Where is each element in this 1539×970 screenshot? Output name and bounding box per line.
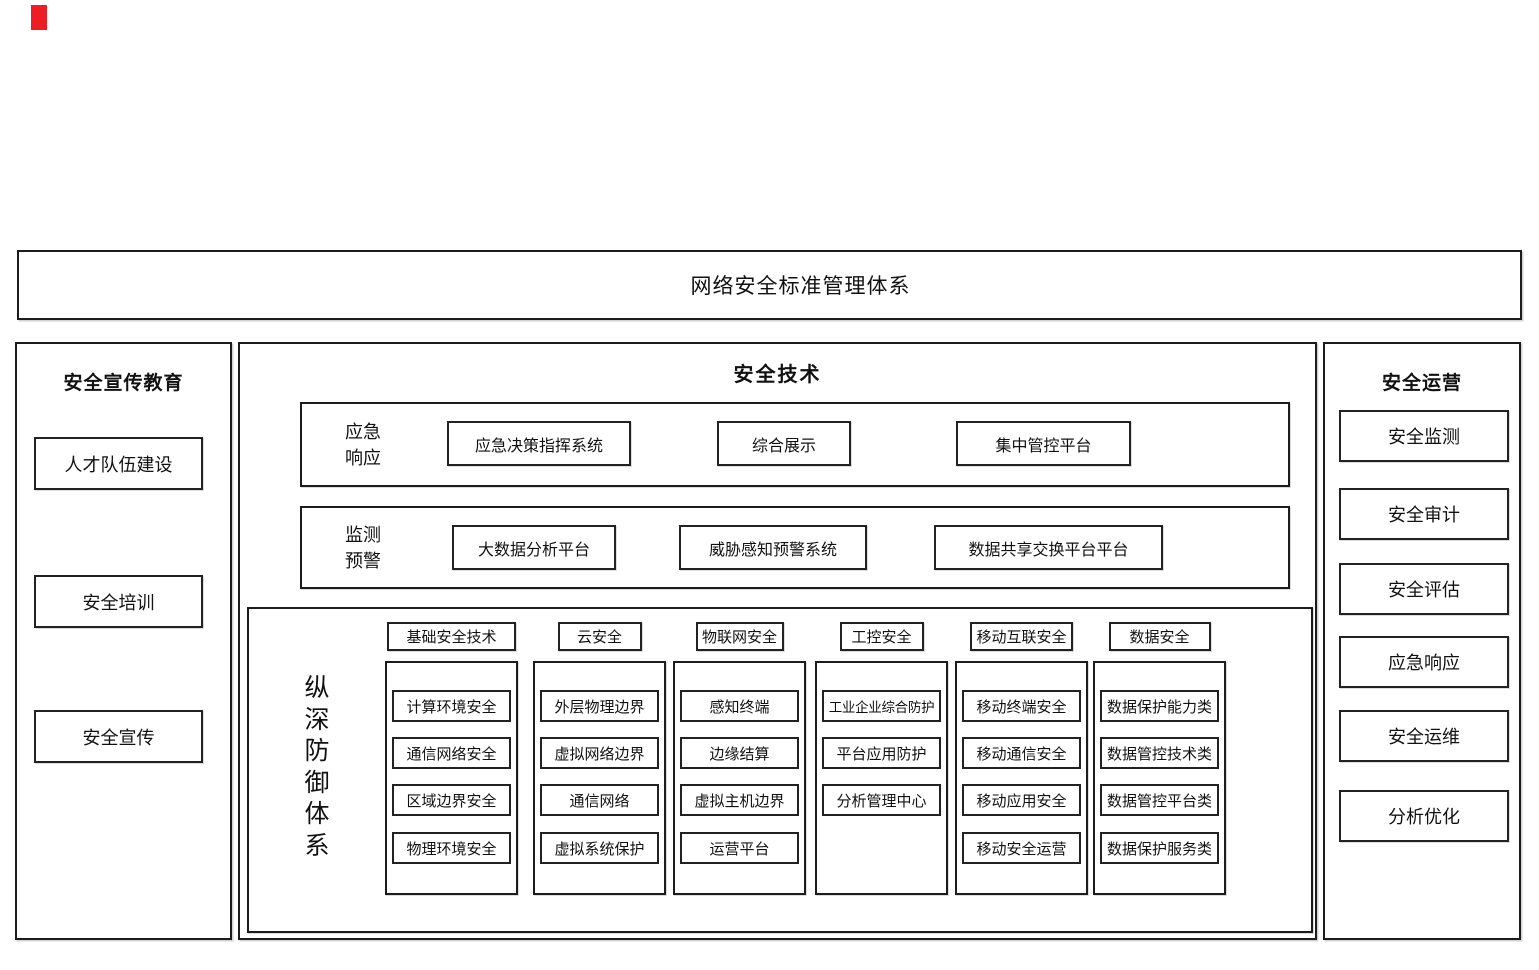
diagram-title: 网络安全标准管理体系 xyxy=(690,275,911,298)
node-physical-env-security: 物理环境安全 xyxy=(392,832,511,864)
emergency-response-label: 应急 响应 xyxy=(330,418,396,470)
node-bigdata-analysis-platform: 大数据分析平台 xyxy=(452,525,616,570)
panel-publicity-header: 安全宣传教育 xyxy=(63,373,184,394)
monitoring-warning-label: 监测 预警 xyxy=(330,521,396,573)
node-security-ops-maintenance: 安全运维 xyxy=(1339,710,1509,762)
defense-column-box: 外层物理边界 虚拟网络边界 通信网络 虚拟系统保护 xyxy=(533,661,666,895)
defense-column-ics-security: 工控安全 工业企业综合防护 平台应用防护 分析管理中心 xyxy=(815,622,948,895)
node-threat-awareness-system: 威胁感知预警系统 xyxy=(679,525,867,570)
node-industrial-comprehensive-protection: 工业企业综合防护 xyxy=(822,690,941,722)
node-outer-physical-boundary: 外层物理边界 xyxy=(540,690,659,722)
node-platform-app-protection: 平台应用防护 xyxy=(822,737,941,769)
node-comprehensive-display: 综合展示 xyxy=(717,421,851,466)
monitoring-warning-row: 监测 预警 大数据分析平台 威胁感知预警系统 数据共享交换平台平台 xyxy=(300,506,1290,589)
node-security-monitoring: 安全监测 xyxy=(1339,410,1509,462)
defense-column-header: 工控安全 xyxy=(839,622,924,651)
node-mobile-comm-security: 移动通信安全 xyxy=(962,737,1081,769)
node-data-control-platform: 数据管控平台类 xyxy=(1100,784,1219,816)
defense-column-header: 基础安全技术 xyxy=(387,622,516,651)
node-mobile-security-operation: 移动安全运营 xyxy=(962,832,1081,864)
defense-column-cloud-security: 云安全 外层物理边界 虚拟网络边界 通信网络 虚拟系统保护 xyxy=(533,622,666,895)
defense-in-depth-box: 纵深防御体系 基础安全技术 计算环境安全 通信网络安全 区域边界安全 物理环境安… xyxy=(247,607,1313,933)
panel-security-operations: 安全运营 安全监测 安全审计 安全评估 应急响应 安全运维 分析优化 xyxy=(1323,342,1521,940)
defense-column-box: 计算环境安全 通信网络安全 区域边界安全 物理环境安全 xyxy=(385,661,518,895)
node-data-protection-capability: 数据保护能力类 xyxy=(1100,690,1219,722)
defense-column-box: 感知终端 边缘结算 虚拟主机边界 运营平台 xyxy=(673,661,806,895)
node-computing-env-security: 计算环境安全 xyxy=(392,690,511,722)
emergency-label-line1: 应急 xyxy=(345,421,381,442)
node-data-protection-service: 数据保护服务类 xyxy=(1100,832,1219,864)
panel-security-technology: 安全技术 应急 响应 应急决策指挥系统 综合展示 集中管控平台 监测 预警 大数… xyxy=(238,342,1317,940)
defense-column-header: 移动互联安全 xyxy=(970,622,1073,651)
node-operation-platform: 运营平台 xyxy=(680,832,799,864)
node-comm-network-security: 通信网络安全 xyxy=(392,737,511,769)
node-mobile-terminal-security: 移动终端安全 xyxy=(962,690,1081,722)
defense-column-header: 数据安全 xyxy=(1108,622,1211,651)
node-data-control-technology: 数据管控技术类 xyxy=(1100,737,1219,769)
panel-technology-header: 安全技术 xyxy=(733,364,822,386)
node-edge-computing: 边缘结算 xyxy=(680,737,799,769)
node-security-assessment: 安全评估 xyxy=(1339,563,1509,615)
node-virtual-host-boundary: 虚拟主机边界 xyxy=(680,784,799,816)
defense-column-basic-security: 基础安全技术 计算环境安全 通信网络安全 区域边界安全 物理环境安全 xyxy=(385,622,518,895)
monitoring-label-line2: 预警 xyxy=(345,550,381,571)
node-virtual-network-boundary: 虚拟网络边界 xyxy=(540,737,659,769)
node-central-control-platform: 集中管控平台 xyxy=(956,421,1131,466)
node-sensing-terminal: 感知终端 xyxy=(680,690,799,722)
panel-publicity-education: 安全宣传教育 人才队伍建设 安全培训 安全宣传 xyxy=(15,342,232,940)
defense-column-box: 工业企业综合防护 平台应用防护 分析管理中心 xyxy=(815,661,948,895)
diagram-title-box: 网络安全标准管理体系 xyxy=(17,250,1522,320)
node-area-boundary-security: 区域边界安全 xyxy=(392,784,511,816)
defense-column-data-security: 数据安全 数据保护能力类 数据管控技术类 数据管控平台类 数据保护服务类 xyxy=(1093,622,1226,895)
defense-column-header: 物联网安全 xyxy=(695,622,784,651)
emergency-label-line2: 响应 xyxy=(345,447,381,468)
defense-column-box: 数据保护能力类 数据管控技术类 数据管控平台类 数据保护服务类 xyxy=(1093,661,1226,895)
defense-column-mobile-security: 移动互联安全 移动终端安全 移动通信安全 移动应用安全 移动安全运营 xyxy=(955,622,1088,895)
node-analysis-management-center: 分析管理中心 xyxy=(822,784,941,816)
node-emergency-response: 应急响应 xyxy=(1339,636,1509,688)
red-marker xyxy=(31,5,47,30)
defense-column-header: 云安全 xyxy=(557,622,642,651)
node-data-sharing-platform: 数据共享交换平台平台 xyxy=(934,525,1163,570)
node-security-audit: 安全审计 xyxy=(1339,488,1509,540)
emergency-response-row: 应急 响应 应急决策指挥系统 综合展示 集中管控平台 xyxy=(300,402,1290,487)
node-virtual-system-protection: 虚拟系统保护 xyxy=(540,832,659,864)
node-communication-network: 通信网络 xyxy=(540,784,659,816)
node-mobile-app-security: 移动应用安全 xyxy=(962,784,1081,816)
panel-operations-header: 安全运营 xyxy=(1381,373,1462,394)
node-talent-team: 人才队伍建设 xyxy=(34,437,203,490)
defense-column-iot-security: 物联网安全 感知终端 边缘结算 虚拟主机边界 运营平台 xyxy=(673,622,806,895)
defense-column-box: 移动终端安全 移动通信安全 移动应用安全 移动安全运营 xyxy=(955,661,1088,895)
monitoring-label-line1: 监测 xyxy=(345,524,381,545)
node-security-publicity: 安全宣传 xyxy=(34,710,203,763)
node-emergency-command-system: 应急决策指挥系统 xyxy=(447,421,631,466)
node-analysis-optimization: 分析优化 xyxy=(1339,790,1509,842)
defense-in-depth-label: 纵深防御体系 xyxy=(304,674,330,860)
node-security-training: 安全培训 xyxy=(34,575,203,628)
